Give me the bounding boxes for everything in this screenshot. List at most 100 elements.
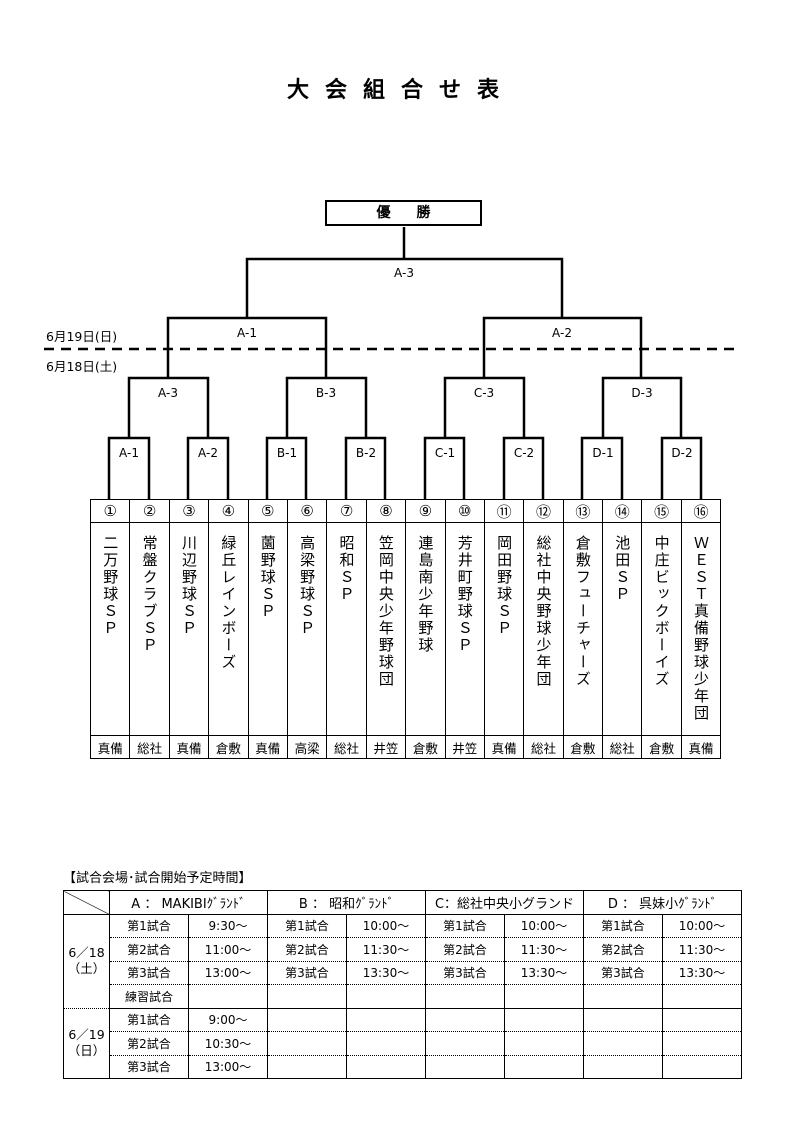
game-label: 第2試合 [267,937,347,962]
start-time [188,984,268,1009]
team-number: ③ [168,499,210,523]
match-label-r1: A-1 [119,446,139,460]
game-label: 第3試合 [583,961,663,985]
game-label: 第1試合 [109,914,189,938]
match-label-r1: D-1 [592,446,614,460]
team-number: ⑬ [562,499,604,523]
game-label: 第3試合 [109,1055,189,1079]
team-number: ⑥ [286,499,328,523]
bracket-r1-b2 [344,436,387,499]
start-time: 13:30～ [504,961,584,985]
day-date: 6／19 [68,1027,105,1043]
team-area: 倉敷 [562,735,604,759]
start-time: 10:30～ [188,1031,268,1056]
team-number: ② [129,499,170,523]
team-name: 緑丘レインボーズ [219,535,238,671]
match-label-semi-left: A-1 [237,326,257,340]
game-label [267,1008,347,1032]
venue-header: C：総社中央小グランド [425,890,584,915]
start-time: 11:30～ [504,937,584,962]
game-label [425,984,505,1009]
start-time: 13:00～ [188,961,268,985]
game-label [583,1008,663,1032]
team-name: 笠岡中央少年野球団 [376,535,395,688]
game-label: 第1試合 [267,914,347,938]
team-name: 岡田野球ＳＰ [495,535,514,637]
team-number: ⑦ [326,499,367,523]
team-name: 連島南少年野球 [416,535,435,654]
game-label: 第1試合 [109,1008,189,1032]
team-area: 総社 [129,735,170,759]
team-number: ⑫ [523,499,564,523]
match-label-qf: C-3 [473,386,495,400]
team-name-cell: 薗野球ＳＰ [247,522,288,736]
start-time: 9:00～ [188,1008,268,1032]
game-label [583,1055,663,1079]
schedule-title: 【試合会場･試合開始予定時間】 [63,871,252,886]
start-time: 13:30～ [662,961,742,985]
bracket-qf-d [601,376,683,438]
start-time [504,1008,584,1032]
match-label-r1: C-2 [513,446,535,460]
team-name: 中庄ビックボーイズ [652,535,671,688]
team-name: ＷＥＳＴ真備野球少年団 [692,535,711,722]
team-name-cell: 昭和ＳＰ [326,522,367,736]
bracket-r1-a1 [107,436,151,499]
start-time [504,1031,584,1056]
team-number: ⑧ [365,499,407,523]
champion-box: 優勝 [325,200,482,226]
team-number: ⑭ [602,499,643,523]
match-label-r1: C-1 [434,446,456,460]
bracket-final [245,257,564,318]
start-time: 13:30～ [346,961,426,985]
bracket-r1-c2 [502,436,545,499]
start-time [504,984,584,1009]
team-number: ⑯ [680,499,722,523]
match-label-final: A-3 [394,266,414,280]
schedule-table: A ： MAKIBIｸﾞﾗﾝﾄﾞ B ： 昭和ｸﾞﾗﾝﾄﾞ C：総社中央小グラン… [63,890,742,1079]
game-label [583,1031,663,1056]
team-area: 真備 [168,735,210,759]
team-name-cell: 笠岡中央少年野球団 [365,522,407,736]
schedule-day-label: 6／18（土） [63,914,110,1009]
match-label-r1: B-1 [276,446,298,460]
match-label-r1: A-2 [198,446,218,460]
team-area: 井笠 [365,735,407,759]
game-label: 第3試合 [109,961,189,985]
team-name-cell: 緑丘レインボーズ [208,522,249,736]
match-label-qf: B-3 [315,386,337,400]
schedule-row: 練習試合 [64,984,742,1009]
team-area: 総社 [523,735,564,759]
team-area: 総社 [602,735,643,759]
team-number: ① [89,499,131,523]
team-area: 倉敷 [641,735,682,759]
team-name: 川辺野球ＳＰ [179,535,198,637]
corner-diagonal-cell [63,890,110,915]
team-name-cell: 常盤クラブＳＰ [129,522,170,736]
day-of-week: （日） [67,1043,106,1059]
team-number: ④ [208,499,249,523]
team-name-cell: 総社中央野球少年団 [523,522,564,736]
start-time [662,1055,742,1079]
date-label-day1: 6月18日(土) [46,359,118,374]
team-area: 井笠 [444,735,485,759]
team-name-cell: 芳井町野球ＳＰ [444,522,485,736]
bracket-r1-c1 [423,436,466,499]
team-area: 真備 [680,735,722,759]
bracket-r1-a2 [186,436,230,499]
game-label: 第2試合 [583,937,663,962]
day-date: 6／18 [68,945,105,960]
start-time [346,1008,426,1032]
match-label-r1: D-2 [671,446,693,460]
team-number: ⑩ [444,499,485,523]
match-label-qf: D-3 [631,386,653,400]
team-name-cell: 連島南少年野球 [405,522,446,736]
start-time: 10:00～ [662,914,742,938]
bracket-qf-a [127,376,210,438]
page-title: 大会組合せ表 [286,78,515,103]
bracket-r1-d2 [660,436,703,499]
